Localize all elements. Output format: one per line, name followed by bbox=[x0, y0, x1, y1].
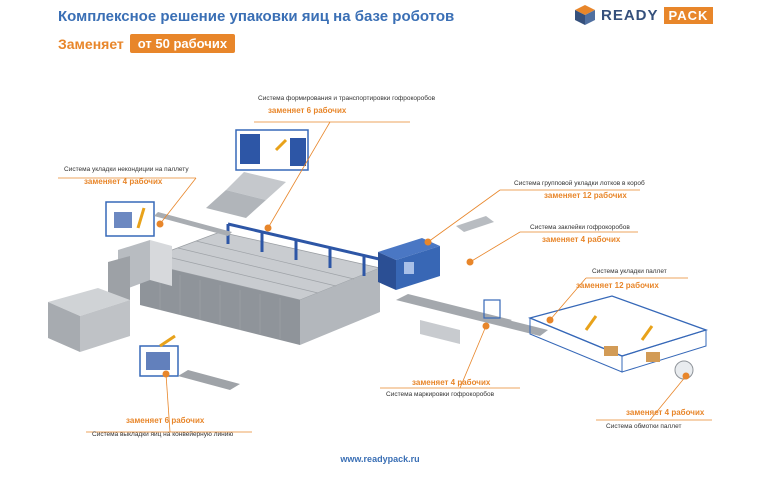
subtitle-prefix: Заменяет bbox=[58, 35, 124, 52]
callout-label: Система маркировки гофрокоробов bbox=[386, 391, 495, 398]
egg-grader-machine bbox=[138, 231, 382, 345]
logo-text-pack: PACK bbox=[663, 6, 714, 24]
callout-tray-forming: Система формирования и транспортировки г… bbox=[258, 95, 435, 115]
subtitle-highlight: от 50 рабочих bbox=[129, 34, 236, 53]
readypack-logo: READY PACK bbox=[574, 4, 714, 26]
website-link[interactable]: www.readypack.ru bbox=[340, 454, 420, 464]
callout-box-sealing: Система заклейки гофрокоробов заменяет 4… bbox=[530, 224, 630, 244]
callout-label: Система обмотки паллет bbox=[606, 423, 682, 430]
left-cabinet bbox=[108, 240, 172, 306]
callout-label: Система заклейки гофрокоробов bbox=[530, 224, 630, 231]
box-logo-icon bbox=[575, 5, 595, 25]
callout-leaders bbox=[58, 121, 712, 433]
callout-palletizing: Система укладки паллет заменяет 12 рабоч… bbox=[576, 268, 667, 290]
palletizing-cell bbox=[527, 295, 709, 380]
callout-label: Система укладки некондиции на паллету bbox=[64, 166, 189, 173]
logo-text-ready: READY bbox=[601, 6, 659, 24]
pallet-reject-station bbox=[105, 201, 232, 237]
callout-label: Система укладки паллет bbox=[592, 268, 667, 275]
callout-marking: заменяет 4 рабочих Система маркировки го… bbox=[386, 378, 494, 398]
callout-pallet-reject: Система укладки некондиции на паллету за… bbox=[64, 166, 189, 186]
callout-group-packing: Система групповой укладки лотков в короб… bbox=[514, 180, 645, 200]
callout-value: заменяет 4 рабочих bbox=[626, 408, 705, 417]
callout-value: заменяет 12 рабочих bbox=[544, 191, 627, 200]
subtitle-row: Заменяет от 50 рабочих bbox=[58, 34, 236, 53]
callout-egg-unloading: заменяет 6 рабочих Система выкладки яиц … bbox=[92, 416, 233, 438]
callout-wrapping: заменяет 4 рабочих Система обмотки палле… bbox=[606, 408, 704, 430]
tray-forming-station bbox=[206, 129, 309, 218]
callout-label: Система выкладки яиц на конвейерную лини… bbox=[92, 431, 234, 438]
egg-unloading-station bbox=[48, 288, 240, 390]
group-packing-machine bbox=[378, 216, 494, 290]
callout-label: Система групповой укладки лотков в короб bbox=[514, 180, 645, 187]
callout-value: заменяет 12 рабочих bbox=[576, 281, 659, 290]
callout-label: Система формирования и транспортировки г… bbox=[258, 95, 436, 102]
callout-value: заменяет 6 рабочих bbox=[268, 106, 347, 115]
callout-value: заменяет 4 рабочих bbox=[542, 235, 621, 244]
callout-value: заменяет 6 рабочих bbox=[126, 416, 205, 425]
box-sealing-conveyor bbox=[396, 294, 548, 344]
callout-value: заменяет 4 рабочих bbox=[84, 177, 163, 186]
page-title: Комплексное решение упаковки яиц на базе… bbox=[58, 8, 455, 25]
callout-value: заменяет 4 рабочих bbox=[412, 378, 491, 387]
callout-dots bbox=[156, 220, 690, 380]
